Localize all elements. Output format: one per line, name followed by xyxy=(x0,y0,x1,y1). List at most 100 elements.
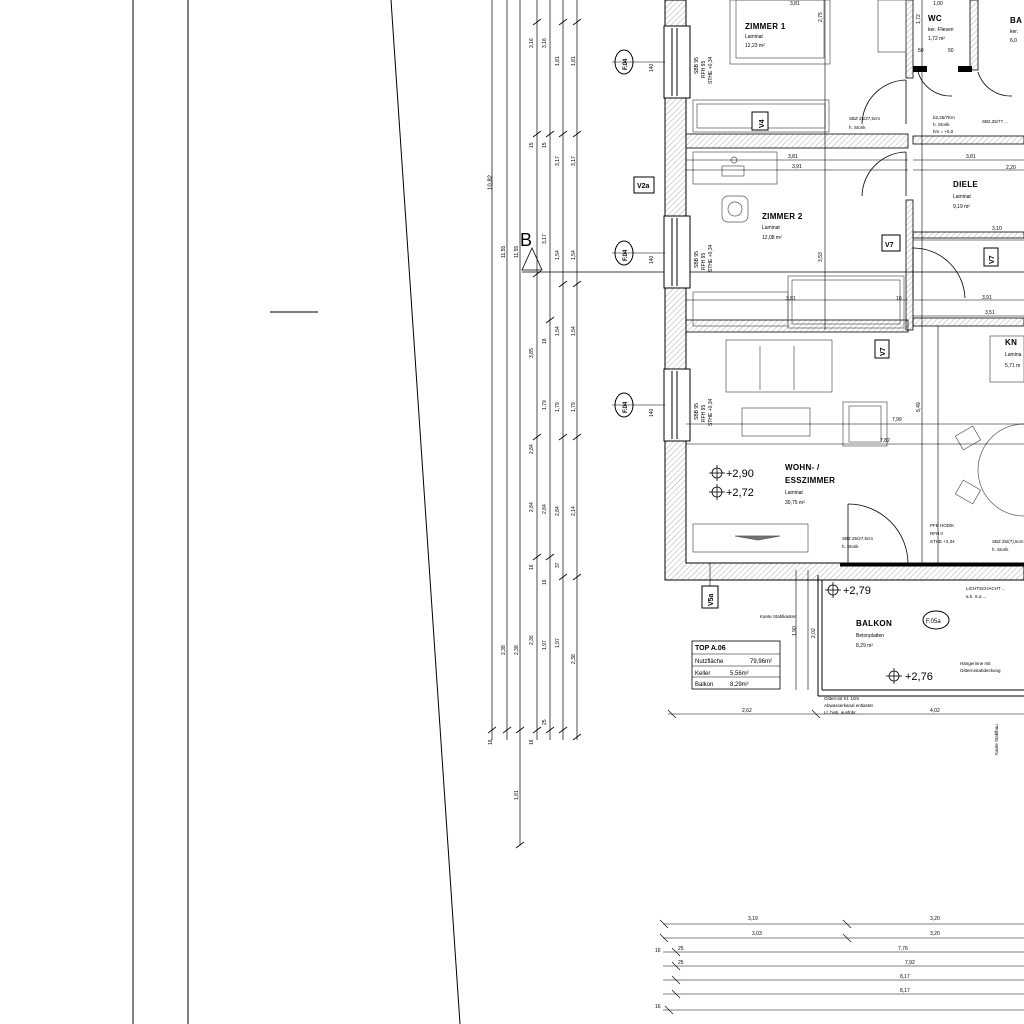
dim-label: 1,90 xyxy=(792,626,798,636)
window-spec: STHE +0,34 xyxy=(708,244,714,272)
dim-label: 11,55 xyxy=(501,246,507,258)
note-text: SBZ 25/27,5cm xyxy=(849,116,880,121)
note-text: hm = +5,0 xyxy=(933,129,954,134)
note-text: Abwasserkanal entlastet xyxy=(824,703,874,708)
window-spec-labels: 140 SBB 95 RFH 95 STHE +0,34 140 SBB 95 … xyxy=(649,56,714,426)
dim-label: 7,92 xyxy=(905,960,915,966)
section-label: B xyxy=(520,230,532,250)
window-spec: SBB 95 xyxy=(694,251,700,268)
left-windows xyxy=(663,25,691,442)
dim-label: 2,02 xyxy=(811,628,817,638)
room-name: ZIMMER 1 xyxy=(745,22,786,31)
dim-label: 2,84 xyxy=(542,504,548,514)
vertical-dimension-labels: 10,82 11,55 11,55 3,16 15 3,17 3,85 2,84… xyxy=(488,38,577,800)
note-text: LICHTSCHACHT ... xyxy=(966,586,1006,591)
tag-label: V5a xyxy=(708,593,715,606)
dim-label: 3,91 xyxy=(792,164,802,170)
level-value: +2,79 xyxy=(843,585,871,597)
window-tag-label: F.04 xyxy=(623,58,629,70)
dim-label: 3,20 xyxy=(930,916,940,922)
window-spec: 140 xyxy=(649,408,655,417)
dim-label: 3,20 xyxy=(930,931,940,937)
room-floor: Laminat xyxy=(745,34,763,40)
window-spec: STHE +0,34 xyxy=(708,56,714,84)
note-text: Lt. histi. ausführ. xyxy=(824,710,857,715)
note-text: PFB HODIK xyxy=(930,523,954,528)
doors xyxy=(847,71,1013,565)
room-name: ESSZIMMER xyxy=(785,476,835,485)
window-spec: SBB 95 xyxy=(694,403,700,420)
room-area: 12,23 m² xyxy=(745,43,765,49)
dim-label: 1,97 xyxy=(555,638,561,648)
dim-label: 15 xyxy=(529,142,535,148)
window-spec: 140 xyxy=(649,63,655,72)
dim-label: 3,51 xyxy=(985,310,995,316)
window-spec: SBB 95 xyxy=(694,57,700,74)
room-area: 1,72 m² xyxy=(928,36,945,42)
note-text: SBZ 25/(?),5cm xyxy=(992,539,1024,544)
dim-label: 11,55 xyxy=(514,246,520,258)
dim-label: 50 xyxy=(918,48,924,54)
balcony xyxy=(817,563,1024,697)
dim-label: 25 xyxy=(678,946,684,952)
dim-label: 3,17 xyxy=(555,156,561,166)
sheet-frame-lines xyxy=(132,0,461,1024)
dim-label: 16 xyxy=(488,739,494,745)
dim-label: 1,81 xyxy=(514,790,520,800)
tag-label: V2a xyxy=(637,183,650,190)
window-tag-label: F.04 xyxy=(623,249,629,261)
dim-label: 1,72 xyxy=(916,14,922,24)
dim-label: 3,17 xyxy=(542,234,548,244)
dim-label: 3,81 xyxy=(790,1,800,7)
summary-value: 79,96m² xyxy=(750,659,772,665)
dim-label: 3,81 xyxy=(786,296,796,302)
dim-label: 3,53 xyxy=(818,252,824,262)
note-text: a.h. S.a ... xyxy=(966,594,987,599)
room-floor: Lamina xyxy=(1005,352,1022,358)
room-area: 30,75 m² xyxy=(785,500,805,506)
dim-label: 3,16 xyxy=(542,38,548,48)
summary-label: Nutzfläche xyxy=(695,659,724,665)
dim-label: 15 xyxy=(542,142,548,148)
bottom-dimension-chains xyxy=(659,709,1024,1015)
level-value: +2,90 xyxy=(726,468,754,480)
dim-label: 3,03 xyxy=(752,931,762,937)
dim-label: 2,14 xyxy=(571,506,577,516)
note-text: h. Storik xyxy=(849,125,866,130)
area-summary-table: TOP A.06 Nutzfläche 79,96m² Keller 5,56m… xyxy=(691,640,781,690)
note-text: Gitterrost Kt. 10m xyxy=(824,696,860,701)
dim-label: 16 xyxy=(529,564,535,570)
window-spec: 140 xyxy=(649,255,655,264)
summary-label: Keller xyxy=(695,671,710,677)
tag-label: V4 xyxy=(759,119,766,128)
room-area: 5,71 m xyxy=(1005,363,1020,369)
dim-label: 1,54 xyxy=(571,326,577,336)
interior-vertical-dim-labels: 2,75 1,72 3,53 5,49 2,02 1,90 xyxy=(792,12,922,638)
dim-label: 7,99 xyxy=(892,417,902,423)
dim-label: 1,81 xyxy=(571,56,577,66)
room-name: ZIMMER 2 xyxy=(762,212,803,221)
room-name: WC xyxy=(928,14,942,23)
tag-label: V7 xyxy=(989,255,996,264)
dim-label: 2,38 xyxy=(571,654,577,664)
dim-label: 3,81 xyxy=(788,154,798,160)
level-markers: +2,90 +2,72 +2,79 +2,76 xyxy=(709,465,933,684)
note-text: Gitterrostabdeckung xyxy=(960,668,1001,673)
room-floor: Laminat xyxy=(762,225,780,231)
dim-label: 16 xyxy=(542,579,548,585)
furniture xyxy=(692,0,1024,553)
dim-label: 2,36 xyxy=(529,635,535,645)
dim-label: 3,19 xyxy=(748,916,758,922)
dim-label: 1,81 xyxy=(555,56,561,66)
dim-label: 1,54 xyxy=(555,326,561,336)
room-name: DIELE xyxy=(953,180,978,189)
room-area: 6,0 xyxy=(1010,38,1017,44)
dim-label: 1,97 xyxy=(542,640,548,650)
dim-label: 10 xyxy=(896,296,902,302)
dim-label: 1,79 xyxy=(571,402,577,412)
dim-label: 8,17 xyxy=(900,988,910,994)
room-floor: Betonplatten xyxy=(856,633,884,639)
note-text: RFH 0 xyxy=(930,531,943,536)
dim-label: 2,84 xyxy=(529,502,535,512)
